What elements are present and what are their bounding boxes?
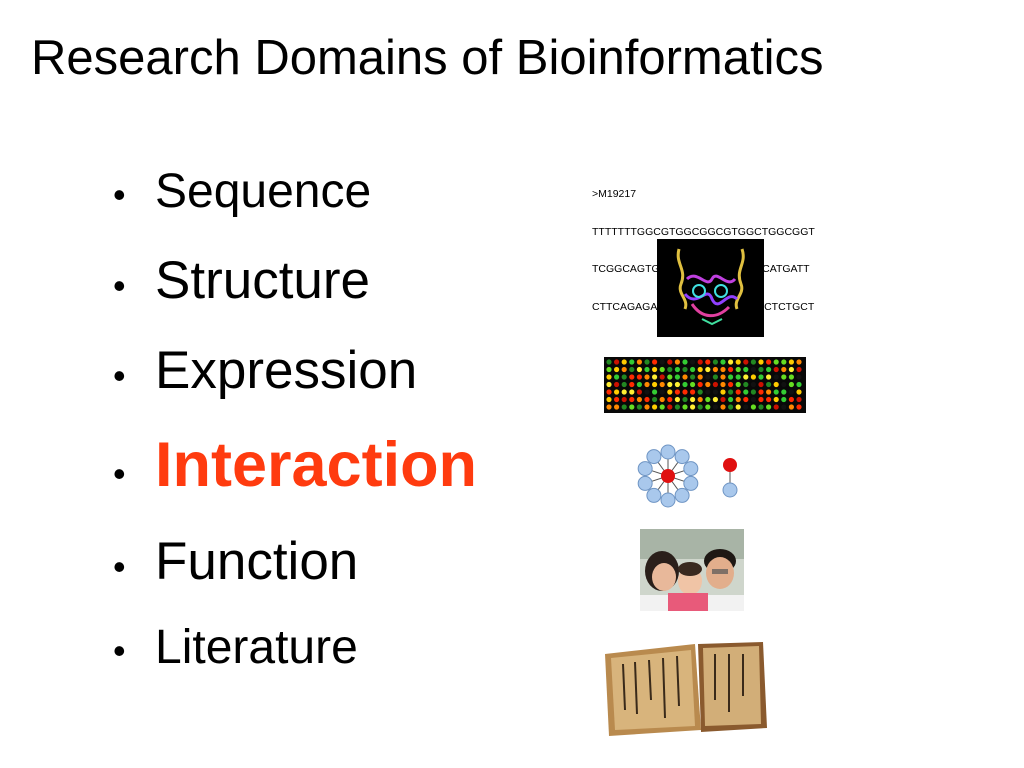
- bullet-marker: •: [113, 174, 126, 215]
- bullet-label-highlighted: Interaction: [155, 430, 478, 500]
- bullet-marker: •: [113, 265, 126, 306]
- bullet-label: Structure: [155, 251, 371, 310]
- bullet-label: Function: [155, 532, 359, 591]
- network-node: [683, 461, 699, 477]
- network-node: [646, 487, 662, 503]
- bullet-expression: • Expression: [113, 344, 417, 397]
- fasta-line: TTTTTTTGGCGTGGCGGCGTGGCTGGCGGT: [592, 225, 815, 238]
- protein-structure-image: [657, 239, 764, 337]
- network-hub-node: [661, 469, 675, 483]
- interaction-network-image: [630, 440, 750, 512]
- bullet-label: Literature: [155, 621, 358, 674]
- bullet-marker: •: [113, 453, 126, 494]
- bullet-interaction: • Interaction: [113, 434, 477, 497]
- bullet-marker: •: [113, 546, 126, 587]
- bullet-sequence: • Sequence: [113, 168, 371, 216]
- slide-title: Research Domains of Bioinformatics: [31, 31, 824, 85]
- network-node: [674, 487, 690, 503]
- microarray-image: [604, 357, 806, 413]
- family-photo-image: [640, 529, 744, 611]
- network-node: [674, 449, 690, 465]
- network-node: [660, 444, 676, 460]
- bullet-label: Sequence: [155, 165, 372, 218]
- network-node: [660, 492, 676, 508]
- bullet-function: • Function: [113, 535, 358, 588]
- network-node: [637, 475, 653, 491]
- pair-blue-node: [722, 482, 738, 498]
- bullet-label: Expression: [155, 341, 418, 400]
- pair-red-node: [723, 458, 737, 472]
- bullet-literature: • Literature: [113, 624, 358, 672]
- ancient-books-image: [603, 640, 770, 738]
- fasta-header: >M19217: [592, 188, 637, 200]
- network-node: [683, 475, 699, 491]
- bullet-marker: •: [113, 630, 126, 671]
- network-node: [646, 449, 662, 465]
- bullet-marker: •: [113, 355, 126, 396]
- bullet-structure: • Structure: [113, 254, 370, 307]
- network-node: [637, 461, 653, 477]
